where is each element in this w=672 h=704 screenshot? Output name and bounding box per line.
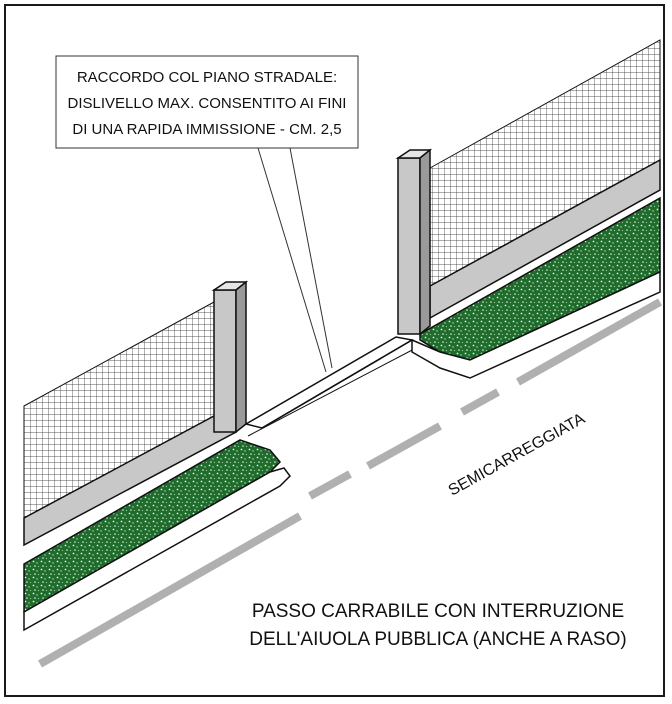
callout-line-2: DISLIVELLO MAX. CONSENTITO AI FINI	[68, 95, 347, 112]
leader-line-2	[289, 147, 333, 369]
right-curb	[411, 270, 661, 379]
callout-box	[55, 55, 359, 149]
left-post-side	[235, 280, 247, 434]
road-label: SEMICARREGGIATA	[446, 410, 589, 499]
caption-line-2: DELL'AIUOLA PUBBLICA (ANCHE A RASO)	[249, 629, 626, 650]
callout-line-3: DI UNA RAPIDA IMMISSIONE - CM. 2,5	[72, 121, 341, 138]
right-post-front	[397, 157, 421, 335]
leader-line-1	[257, 147, 327, 373]
caption-line-1: PASSO CARRABILE CON INTERRUZIONE	[252, 601, 624, 622]
road-centerline	[38, 298, 662, 668]
left-post-front	[213, 289, 237, 433]
right-post-side	[419, 148, 431, 336]
left-curb	[23, 467, 291, 632]
callout-line-1: RACCORDO COL PIANO STRADALE:	[77, 69, 337, 86]
